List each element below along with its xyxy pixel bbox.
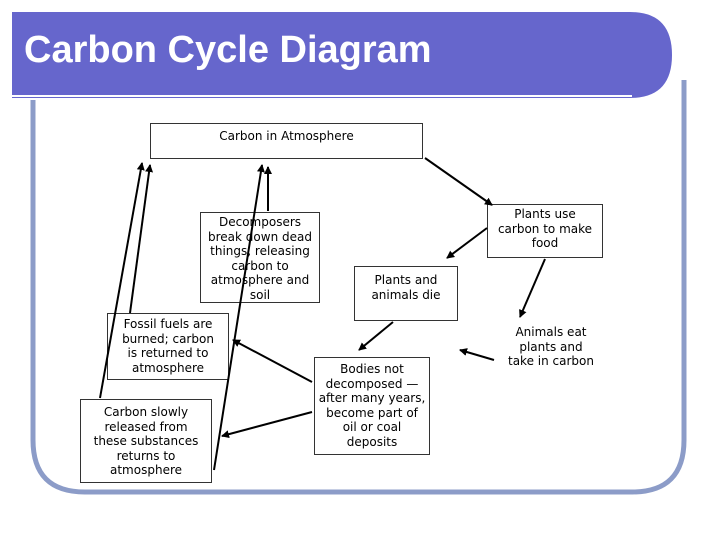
title-band <box>12 12 672 98</box>
arrow-bodies-to-fossil-fuels <box>232 339 313 383</box>
node-decomposers: Decomposers break down dead things, rele… <box>200 212 320 303</box>
arrow-fossil-fuels-to-atmosphere <box>129 164 154 314</box>
arrow-carbon-slowly-to-atmosphere <box>99 162 145 399</box>
arrow-die-to-bodies <box>358 321 394 351</box>
arrow-atmosphere-to-plants <box>424 157 493 206</box>
arrow-bodies-to-carbon-slowly <box>221 411 313 439</box>
node-animals-eat-plants: Animals eat plants and take in carbon <box>508 325 594 368</box>
arrow-animals-to-die <box>459 348 495 361</box>
node-bodies-not-decomposed: Bodies not decomposed — after many years… <box>314 357 430 455</box>
slide-title: Carbon Cycle Diagram <box>24 29 432 71</box>
node-plants-animals-die: Plants and animals die <box>354 266 458 321</box>
node-fossil-fuels-burned: Fossil fuels are burned; carbon is retur… <box>107 313 229 380</box>
arrow-slowly-release-to-atmosphere <box>213 164 265 471</box>
arrow-plants-to-animals <box>519 258 546 318</box>
node-carbon-slowly-released: Carbon slowly released from these substa… <box>80 399 212 483</box>
node-carbon-in-atmosphere: Carbon in Atmosphere <box>150 123 423 159</box>
arrow-plants-to-die <box>446 227 488 259</box>
node-plants-use-carbon: Plants use carbon to make food <box>487 204 603 258</box>
content-frame <box>30 80 687 495</box>
